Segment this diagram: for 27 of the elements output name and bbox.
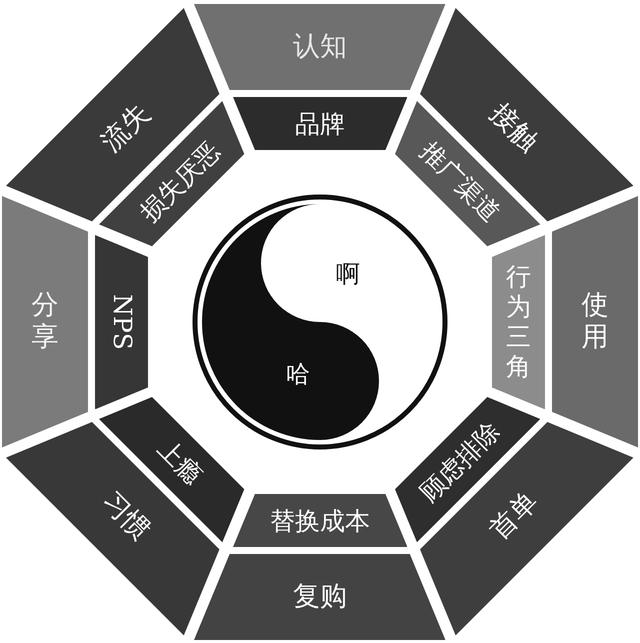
segment-label: 替换成本 [270, 506, 370, 534]
ring-segment [6, 8, 220, 222]
segment-label: NPS [108, 294, 136, 350]
ring-segment [194, 554, 446, 640]
segment-label: 使用 [582, 290, 608, 354]
ring-segment [232, 494, 408, 547]
ring-segment [95, 234, 148, 410]
ring-segment [552, 196, 638, 448]
center-label: 啊 [336, 260, 360, 288]
center-label: 哈 [286, 360, 310, 388]
ring-segment [395, 101, 541, 246]
segment-label: 复购 [292, 582, 347, 612]
ring-segment [395, 397, 541, 543]
ring-segment [2, 196, 88, 448]
ring-segment [194, 4, 446, 90]
ring-segment [99, 397, 244, 543]
ring-segment [420, 422, 634, 636]
ring-segment [99, 101, 244, 246]
ring-segment [420, 8, 634, 222]
yin-yang-symbol [192, 194, 448, 450]
ring-segment [6, 422, 220, 636]
segment-label: 分享 [31, 290, 58, 354]
segment-label: 品牌 [294, 110, 345, 138]
segment-label: 认知 [292, 32, 347, 62]
ring-segment [492, 234, 545, 410]
segment-label: 行为三角 [506, 262, 531, 382]
ring-segment [232, 97, 408, 150]
